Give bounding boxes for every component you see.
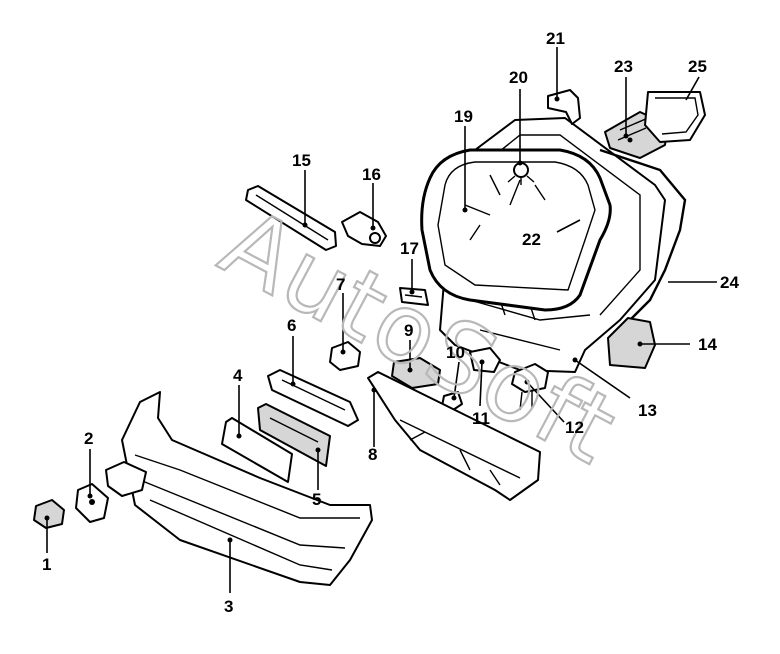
callout-25: 25 [688,57,707,76]
callout-15: 15 [292,151,311,170]
callout-21: 21 [546,29,565,48]
latch-part-9 [391,357,441,389]
trim-panel-part-8 [367,371,541,501]
callout-6: 6 [287,316,296,335]
callout-20: 20 [509,68,528,87]
rail-part-15 [245,185,337,251]
lamp-part-2 [75,483,109,523]
callout-labels: 1 2 3 4 5 6 7 8 9 10 11 12 13 14 15 16 1… [42,29,739,616]
callout-12: 12 [565,418,584,437]
callout-10: 10 [446,343,465,362]
handle-part-11 [469,347,501,373]
actuator-part-12 [511,363,549,411]
callout-13: 13 [638,401,657,420]
callout-5: 5 [312,490,321,509]
callout-17: 17 [400,239,419,258]
rear-glass-part-19 [420,148,612,312]
bumper-part-3 [121,391,373,586]
leader-dots [44,96,643,543]
lock-part-16 [341,211,387,247]
lamp-housing [105,461,147,497]
callout-19: 19 [454,107,473,126]
callout-9: 9 [404,321,413,340]
seal-part-24 [599,148,687,321]
callout-24: 24 [720,273,739,292]
callout-22: 22 [522,230,541,249]
callout-2: 2 [84,429,93,448]
callout-1: 1 [42,555,51,574]
callout-11: 11 [472,409,490,428]
callout-8: 8 [368,445,377,464]
callout-14: 14 [698,335,717,354]
callout-23: 23 [614,57,633,76]
callout-3: 3 [224,597,233,616]
callout-4: 4 [233,366,243,385]
stop-part-14 [607,317,656,369]
callout-7: 7 [336,275,345,294]
striker-part-7 [329,341,361,371]
bulb-holder-part-1 [33,499,65,529]
callout-16: 16 [362,165,381,184]
leader-lines [46,47,717,593]
cover-part-25 [644,91,706,143]
bracket-part-5 [257,403,331,467]
badge-part-17 [399,287,429,306]
